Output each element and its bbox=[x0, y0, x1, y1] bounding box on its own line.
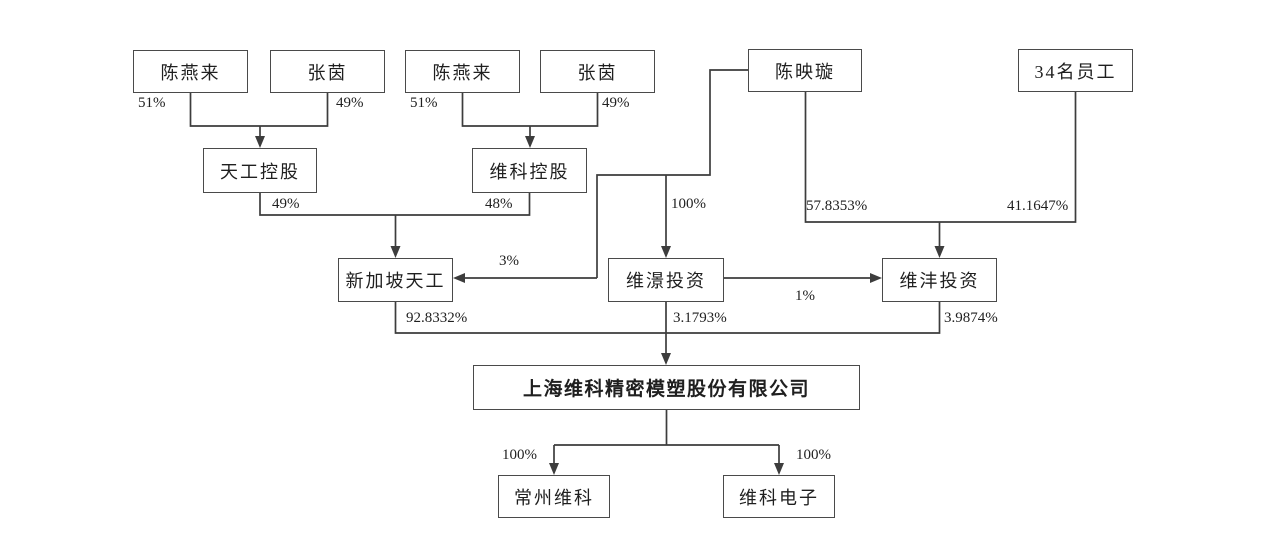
pct-tiangong-singapore: 49% bbox=[272, 196, 300, 212]
node-weijing-investment: 维澋投资 bbox=[608, 258, 724, 302]
node-singapore-tiangong: 新加坡天工 bbox=[338, 258, 453, 302]
node-chen-yingxuan: 陈映璇 bbox=[748, 49, 862, 92]
node-tiangong-holdings: 天工控股 bbox=[203, 148, 317, 193]
pct-chenyanlai1-tiangong: 51% bbox=[138, 95, 166, 111]
node-zhang-yin-1: 张茵 bbox=[270, 50, 385, 93]
pct-zhangyin2-weike: 49% bbox=[602, 95, 630, 111]
node-zhang-yin-2: 张茵 bbox=[540, 50, 655, 93]
pct-weijing-company: 3.1793% bbox=[673, 310, 727, 326]
node-34-employees: 34名员工 bbox=[1018, 49, 1133, 92]
pct-weikeholdings-singapore: 48% bbox=[485, 196, 513, 212]
node-weike-holdings: 维科控股 bbox=[472, 148, 587, 193]
pct-chenyingxuan-weifeng: 57.8353% bbox=[806, 198, 868, 214]
pct-company-electronics: 100% bbox=[796, 447, 831, 463]
node-changzhou-weike: 常州维科 bbox=[498, 475, 610, 518]
pct-zhangyin1-tiangong: 49% bbox=[336, 95, 364, 111]
pct-employees-weifeng: 41.1647% bbox=[1007, 198, 1069, 214]
pct-company-changzhou: 100% bbox=[502, 447, 537, 463]
node-chen-yanlai-1: 陈燕来 bbox=[133, 50, 248, 93]
pct-weijing-weifeng: 1% bbox=[795, 288, 815, 304]
node-main-company: 上海维科精密模塑股份有限公司 bbox=[473, 365, 860, 410]
pct-weifeng-company: 3.9874% bbox=[944, 310, 998, 326]
pct-singapore-company: 92.8332% bbox=[406, 310, 468, 326]
pct-chenyanlai2-weike: 51% bbox=[410, 95, 438, 111]
node-chen-yanlai-2: 陈燕来 bbox=[405, 50, 520, 93]
node-weike-electronics: 维科电子 bbox=[723, 475, 835, 518]
node-weifeng-investment: 维沣投资 bbox=[882, 258, 997, 302]
pct-chenyingxuan-weijing: 100% bbox=[671, 196, 706, 212]
pct-chenyingxuan-singapore: 3% bbox=[499, 253, 519, 269]
